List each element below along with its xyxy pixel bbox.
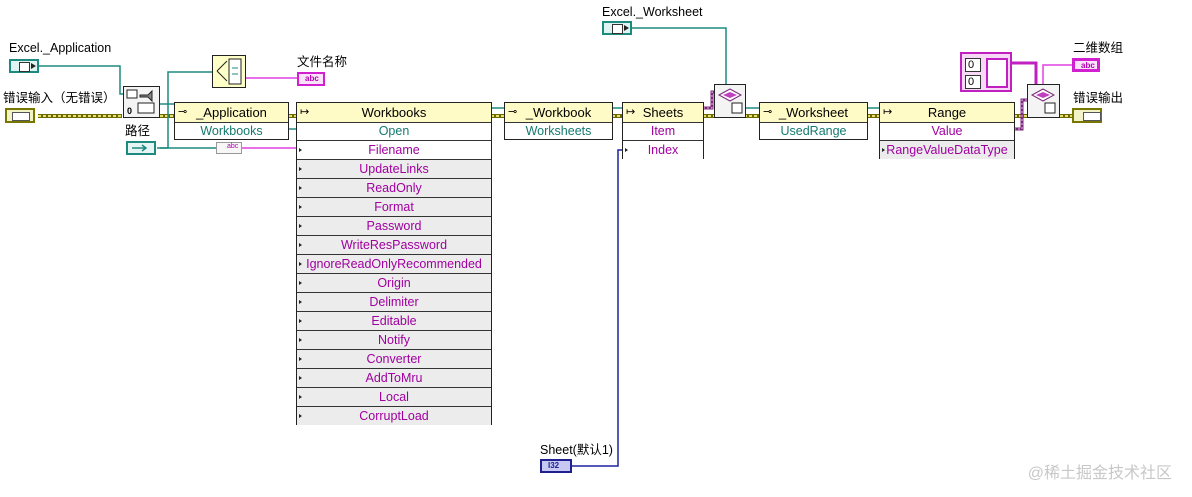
excel-application-control[interactable]	[9, 59, 39, 73]
workbooks-invoke-node[interactable]: ↦ Workbooks Open Filename UpdateLinks Rea…	[296, 102, 492, 425]
param-row[interactable]: CorruptLoad	[297, 406, 491, 425]
path-wire	[157, 71, 216, 149]
excel-worksheet-label: Excel._Worksheet	[602, 5, 703, 19]
param-row[interactable]: Local	[297, 387, 491, 406]
workbook-worksheets-property[interactable]: Worksheets	[525, 124, 592, 138]
i32-glyph: I32	[548, 461, 560, 470]
refnum-arrow-icon: ⊸	[763, 106, 773, 118]
param-row[interactable]: UpdateLinks	[297, 159, 491, 178]
error-in-label: 错误输入（无错误）	[3, 91, 116, 105]
variant-to-data-array[interactable]	[1027, 84, 1060, 118]
param-row[interactable]: Filename	[297, 140, 491, 159]
path-icon	[132, 144, 148, 152]
string-array-constant[interactable]: 0 0	[960, 52, 1012, 92]
array-element[interactable]	[986, 58, 1008, 88]
error-in-control[interactable]	[5, 108, 35, 123]
param-row[interactable]: Delimiter	[297, 292, 491, 311]
param-row[interactable]: Origin	[297, 273, 491, 292]
array-2d-label: 二维数组	[1073, 41, 1124, 55]
range-value-property[interactable]: Value	[931, 124, 963, 138]
worksheet-property-node[interactable]: ⊸ _Worksheet UsedRange	[759, 102, 868, 140]
row-index[interactable]: 0	[965, 58, 981, 72]
strip-path-icon	[216, 58, 242, 85]
error-cluster-icon	[1083, 112, 1101, 121]
application-property-node[interactable]: ⊸ _Application Workbooks	[174, 102, 289, 140]
file-name-label: 文件名称	[297, 55, 348, 69]
worksheet-usedrange-property[interactable]: UsedRange	[780, 124, 847, 138]
sheets-invoke-node[interactable]: ↦ Sheets Item Index	[622, 102, 704, 159]
range-title: Range	[927, 105, 967, 120]
sheets-index-param[interactable]: Index	[623, 140, 703, 159]
column-index[interactable]: 0	[965, 75, 981, 89]
abc-glyph: abc	[227, 143, 239, 150]
strip-path-function[interactable]	[212, 55, 246, 88]
watermark: @稀土掘金技术社区	[1027, 465, 1172, 482]
refnum-icon	[612, 24, 623, 34]
file-name-indicator[interactable]: abc	[297, 72, 325, 86]
invoke-arrow-icon: ↦	[626, 106, 636, 118]
param-row[interactable]: Converter	[297, 349, 491, 368]
automation-open-icon: 0	[126, 89, 155, 116]
param-row[interactable]: ReadOnly	[297, 178, 491, 197]
invoke-arrow-icon: ↦	[300, 106, 310, 118]
variant-to-data-worksheet[interactable]	[714, 84, 746, 118]
path-label: 路径	[125, 124, 151, 138]
param-row[interactable]: Format	[297, 197, 491, 216]
abc-glyph: abc	[1081, 61, 1095, 70]
application-workbooks-property[interactable]: Workbooks	[200, 124, 263, 138]
range-valuedatatype-param[interactable]: RangeValueDataType	[880, 140, 1014, 159]
error-out-label: 错误输出	[1073, 91, 1124, 105]
automation-open-vi[interactable]: 0	[123, 86, 160, 118]
refnum-wire	[38, 27, 880, 130]
i32-wire	[572, 149, 625, 467]
path-control[interactable]	[126, 141, 156, 155]
param-row[interactable]: WriteResPassword	[297, 235, 491, 254]
variant-to-data-icon	[717, 88, 743, 114]
sheets-title: Sheets	[642, 105, 684, 120]
sheets-item-method[interactable]: Item	[650, 124, 676, 138]
sheet-default-label: Sheet(默认1)	[540, 443, 613, 457]
svg-text:0: 0	[127, 106, 132, 116]
workbooks-title: Workbooks	[361, 105, 427, 120]
variant-to-data-icon	[1030, 88, 1056, 114]
param-row[interactable]: Notify	[297, 330, 491, 349]
workbook-title: _Workbook	[525, 105, 592, 120]
path-to-string-function[interactable]: abc	[216, 142, 242, 154]
workbooks-open-method[interactable]: Open	[378, 124, 410, 138]
error-out-indicator[interactable]	[1072, 108, 1102, 123]
workbook-property-node[interactable]: ⊸ _Workbook Worksheets	[504, 102, 613, 140]
param-row[interactable]: IgnoreReadOnlyRecommended	[297, 254, 491, 273]
sheet-index-control[interactable]: I32	[540, 459, 572, 473]
application-title: _Application	[196, 105, 267, 120]
excel-application-label: Excel._Application	[9, 41, 112, 55]
worksheet-title: _Worksheet	[778, 105, 849, 120]
param-row[interactable]: Editable	[297, 311, 491, 330]
range-property-node[interactable]: ↦ Range Value RangeValueDataType	[879, 102, 1015, 159]
string-wire	[242, 64, 1072, 149]
excel-worksheet-constant[interactable]	[602, 21, 632, 35]
param-row[interactable]: AddToMru	[297, 368, 491, 387]
abc-glyph: abc	[305, 74, 319, 83]
param-row[interactable]: Password	[297, 216, 491, 235]
error-cluster-icon	[12, 112, 30, 121]
invoke-arrow-icon: ↦	[883, 106, 893, 118]
refnum-arrow-icon: ⊸	[508, 106, 518, 118]
refnum-icon	[19, 62, 30, 72]
refnum-arrow-icon: ⊸	[178, 106, 188, 118]
array-2d-indicator[interactable]: abc	[1072, 58, 1100, 72]
